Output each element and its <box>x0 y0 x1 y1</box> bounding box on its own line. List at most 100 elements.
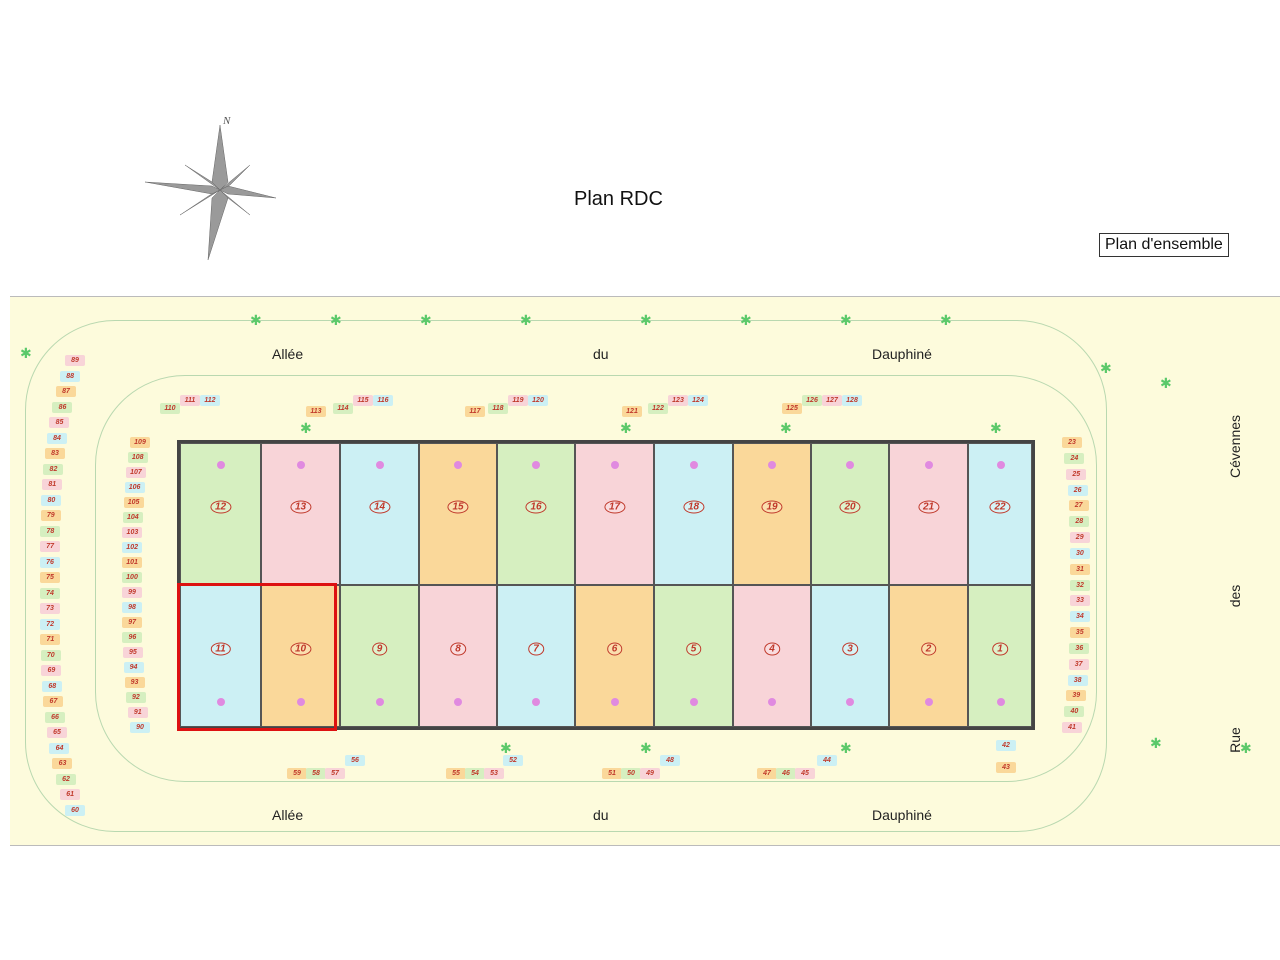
parking-space: 43 <box>996 762 1016 773</box>
parking-space: 103 <box>122 527 143 538</box>
unit-8[interactable]: 8 <box>419 585 497 727</box>
road-label-right-1: Cévennes <box>1227 414 1243 478</box>
parking-space: 98 <box>122 602 143 613</box>
parking-space: 90 <box>130 722 150 733</box>
parking-space: 28 <box>1069 516 1090 528</box>
parking-space: 63 <box>52 758 73 770</box>
parking-space: 54 <box>465 768 485 779</box>
unit-number: 20 <box>839 500 861 514</box>
tree-icon: ✱ <box>840 312 852 328</box>
tree-icon: ✱ <box>330 312 342 328</box>
unit-number: 21 <box>917 500 940 514</box>
parking-space: 109 <box>130 437 150 448</box>
unit-6[interactable]: 6 <box>575 585 654 727</box>
unit-17[interactable]: 17 <box>575 443 654 585</box>
parking-space: 31 <box>1069 563 1090 575</box>
parking-space: 115 <box>353 395 373 406</box>
unit-number: 7 <box>528 642 544 656</box>
parking-space: 62 <box>56 773 77 785</box>
unit-number: 16 <box>525 500 547 514</box>
parking-space: 106 <box>124 482 145 493</box>
compass-north-label: N <box>222 115 231 127</box>
utility-marker-icon <box>924 698 933 706</box>
unit-11[interactable]: 11 <box>180 585 261 727</box>
parking-space: 80 <box>41 494 62 506</box>
utility-marker-icon <box>216 698 225 706</box>
unit-13[interactable]: 13 <box>261 443 340 585</box>
parking-space: 101 <box>122 557 143 568</box>
unit-2[interactable]: 2 <box>889 585 968 727</box>
unit-4[interactable]: 4 <box>733 585 811 727</box>
parking-space: 29 <box>1069 532 1090 543</box>
tree-icon: ✱ <box>1100 360 1112 376</box>
compass-rose: N <box>140 110 280 265</box>
tree-icon: ✱ <box>620 420 632 436</box>
parking-space: 117 <box>465 406 485 417</box>
parking-space: 88 <box>60 370 81 382</box>
parking-space: 83 <box>45 448 66 460</box>
parking-space: 37 <box>1068 658 1089 670</box>
utility-marker-icon <box>375 460 384 469</box>
unit-1[interactable]: 1 <box>968 585 1032 727</box>
unit-20[interactable]: 20 <box>811 443 889 585</box>
parking-space: 55 <box>446 768 466 779</box>
parking-space: 118 <box>488 403 508 414</box>
parking-space: 52 <box>503 755 523 766</box>
parking-space: 100 <box>122 572 142 583</box>
unit-16[interactable]: 16 <box>497 443 575 585</box>
road-label-top-2: du <box>593 346 609 362</box>
unit-18[interactable]: 18 <box>654 443 733 585</box>
unit-12[interactable]: 12 <box>180 443 261 585</box>
parking-space: 70 <box>40 649 61 661</box>
parking-space: 64 <box>49 742 70 754</box>
parking-space: 58 <box>306 768 326 779</box>
tree-icon: ✱ <box>990 420 1002 436</box>
unit-22[interactable]: 22 <box>968 443 1032 585</box>
road-label-bottom-1: Allée <box>272 807 304 823</box>
road-label-bottom-2: du <box>593 807 609 823</box>
parking-space: 112 <box>200 395 220 406</box>
unit-10[interactable]: 10 <box>261 585 340 727</box>
unit-3[interactable]: 3 <box>811 585 889 727</box>
parking-space: 110 <box>160 403 180 414</box>
unit-5[interactable]: 5 <box>654 585 733 727</box>
access-road-outline <box>25 320 1107 832</box>
unit-21[interactable]: 21 <box>889 443 968 585</box>
parking-space: 97 <box>122 617 143 628</box>
parking-space: 39 <box>1066 690 1087 702</box>
parking-space: 75 <box>40 572 60 584</box>
utility-marker-icon <box>532 460 541 469</box>
parking-space: 47 <box>757 768 777 779</box>
inner-road-outline <box>95 375 1097 782</box>
parking-space: 84 <box>47 432 68 444</box>
parking-space: 72 <box>40 618 61 630</box>
parking-space: 49 <box>640 768 660 779</box>
unit-19[interactable]: 19 <box>733 443 811 585</box>
utility-marker-icon <box>375 698 384 706</box>
parking-space: 59 <box>287 768 307 779</box>
utility-marker-icon <box>846 460 855 469</box>
unit-15[interactable]: 15 <box>419 443 497 585</box>
parking-space: 23 <box>1062 437 1082 448</box>
parking-space: 41 <box>1062 722 1082 733</box>
unit-9[interactable]: 9 <box>340 585 419 727</box>
utility-marker-icon <box>689 460 698 469</box>
parking-space: 61 <box>60 789 81 801</box>
parking-space: 85 <box>49 417 70 429</box>
unit-number: 11 <box>210 642 231 656</box>
utility-marker-icon <box>996 460 1005 469</box>
parking-space: 45 <box>795 768 815 779</box>
utility-marker-icon <box>924 460 933 469</box>
highlighted-lot[interactable] <box>177 583 337 731</box>
unit-7[interactable]: 7 <box>497 585 575 727</box>
plan-ensemble-label: Plan d'ensemble <box>1099 233 1229 257</box>
parking-space: 56 <box>345 755 365 766</box>
unit-number: 17 <box>603 500 626 514</box>
parking-space: 51 <box>602 768 622 779</box>
unit-number: 9 <box>371 642 388 656</box>
parking-space: 126 <box>802 395 822 406</box>
parking-space: 57 <box>325 768 345 779</box>
unit-14[interactable]: 14 <box>340 443 419 585</box>
unit-number: 14 <box>368 500 391 514</box>
parking-space: 95 <box>122 647 143 658</box>
